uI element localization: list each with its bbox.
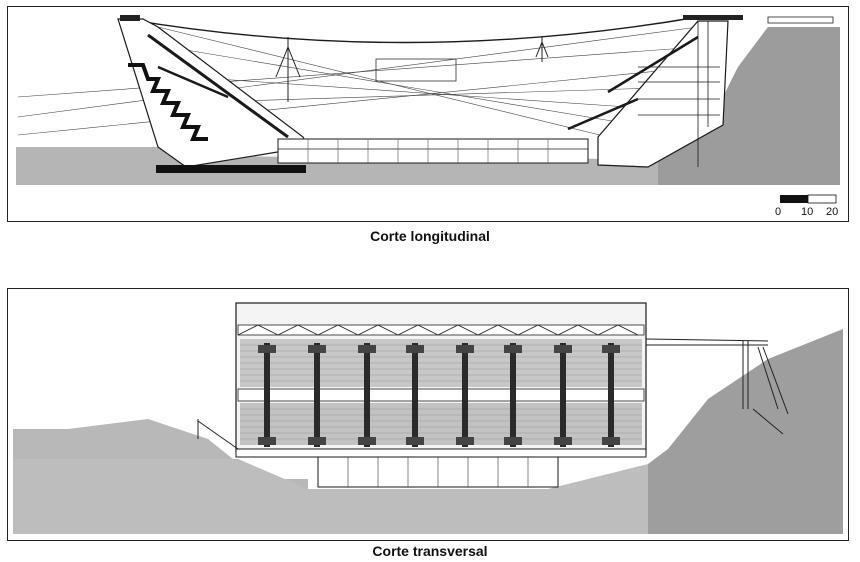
scale-label-20: 20	[826, 206, 838, 218]
stand-columns	[264, 343, 614, 447]
longitudinal-section-panel: 0 10 20	[7, 6, 849, 222]
hill-right	[658, 27, 840, 185]
lower-tier-lines	[240, 408, 642, 440]
lower-tier-rows	[240, 403, 642, 445]
field-columns	[307, 139, 549, 163]
column-capitals	[258, 345, 620, 445]
upper-tier-lines	[240, 344, 642, 382]
ground-right-hill	[648, 329, 843, 534]
left-stair	[128, 63, 208, 141]
caption-transversal: Corte transversal	[372, 543, 488, 559]
left-foundation	[156, 165, 306, 173]
roof-truss	[237, 324, 645, 336]
field-level	[277, 138, 589, 164]
roof-tip	[767, 16, 834, 24]
scale-label-10: 10	[801, 206, 813, 218]
transversal-section-drawing	[13, 302, 843, 534]
right-stand-floors	[638, 21, 720, 167]
transversal-section-panel	[7, 288, 849, 541]
roof-cable	[125, 16, 699, 44]
mid-concourse	[237, 388, 645, 402]
caption-longitudinal: Corte longitudinal	[370, 228, 490, 244]
roof-masts	[275, 37, 549, 102]
left-anchor-mast	[197, 419, 239, 450]
scale-bar: 0 10 20	[775, 194, 838, 218]
sight-lines	[17, 26, 699, 138]
scale-label-0: 0	[775, 206, 781, 218]
ground-base	[13, 459, 843, 534]
right-roof-edge	[683, 15, 743, 20]
longitudinal-section-drawing: 0 10 20	[16, 15, 840, 218]
left-roof-edge	[120, 15, 140, 21]
right-cantilever	[645, 338, 789, 435]
basement-columns	[347, 457, 529, 487]
field-slab	[235, 448, 647, 458]
scoreboard	[375, 58, 457, 82]
